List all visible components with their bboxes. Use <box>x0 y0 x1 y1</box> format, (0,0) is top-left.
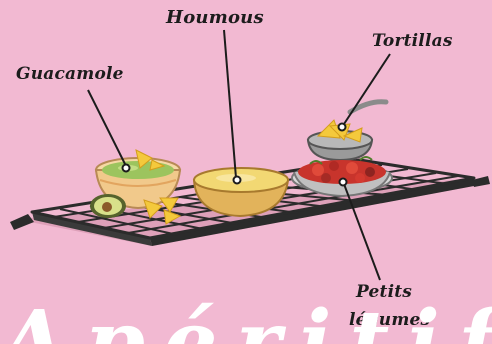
guacamole-label: Guacamole <box>16 66 124 83</box>
houmous-label: Houmous <box>166 9 264 27</box>
petits-label: Petits <box>356 284 412 301</box>
legumes-label: légumes <box>349 312 430 329</box>
tortillas-pan <box>308 102 386 160</box>
tortillas-label: Tortillas <box>372 33 453 50</box>
